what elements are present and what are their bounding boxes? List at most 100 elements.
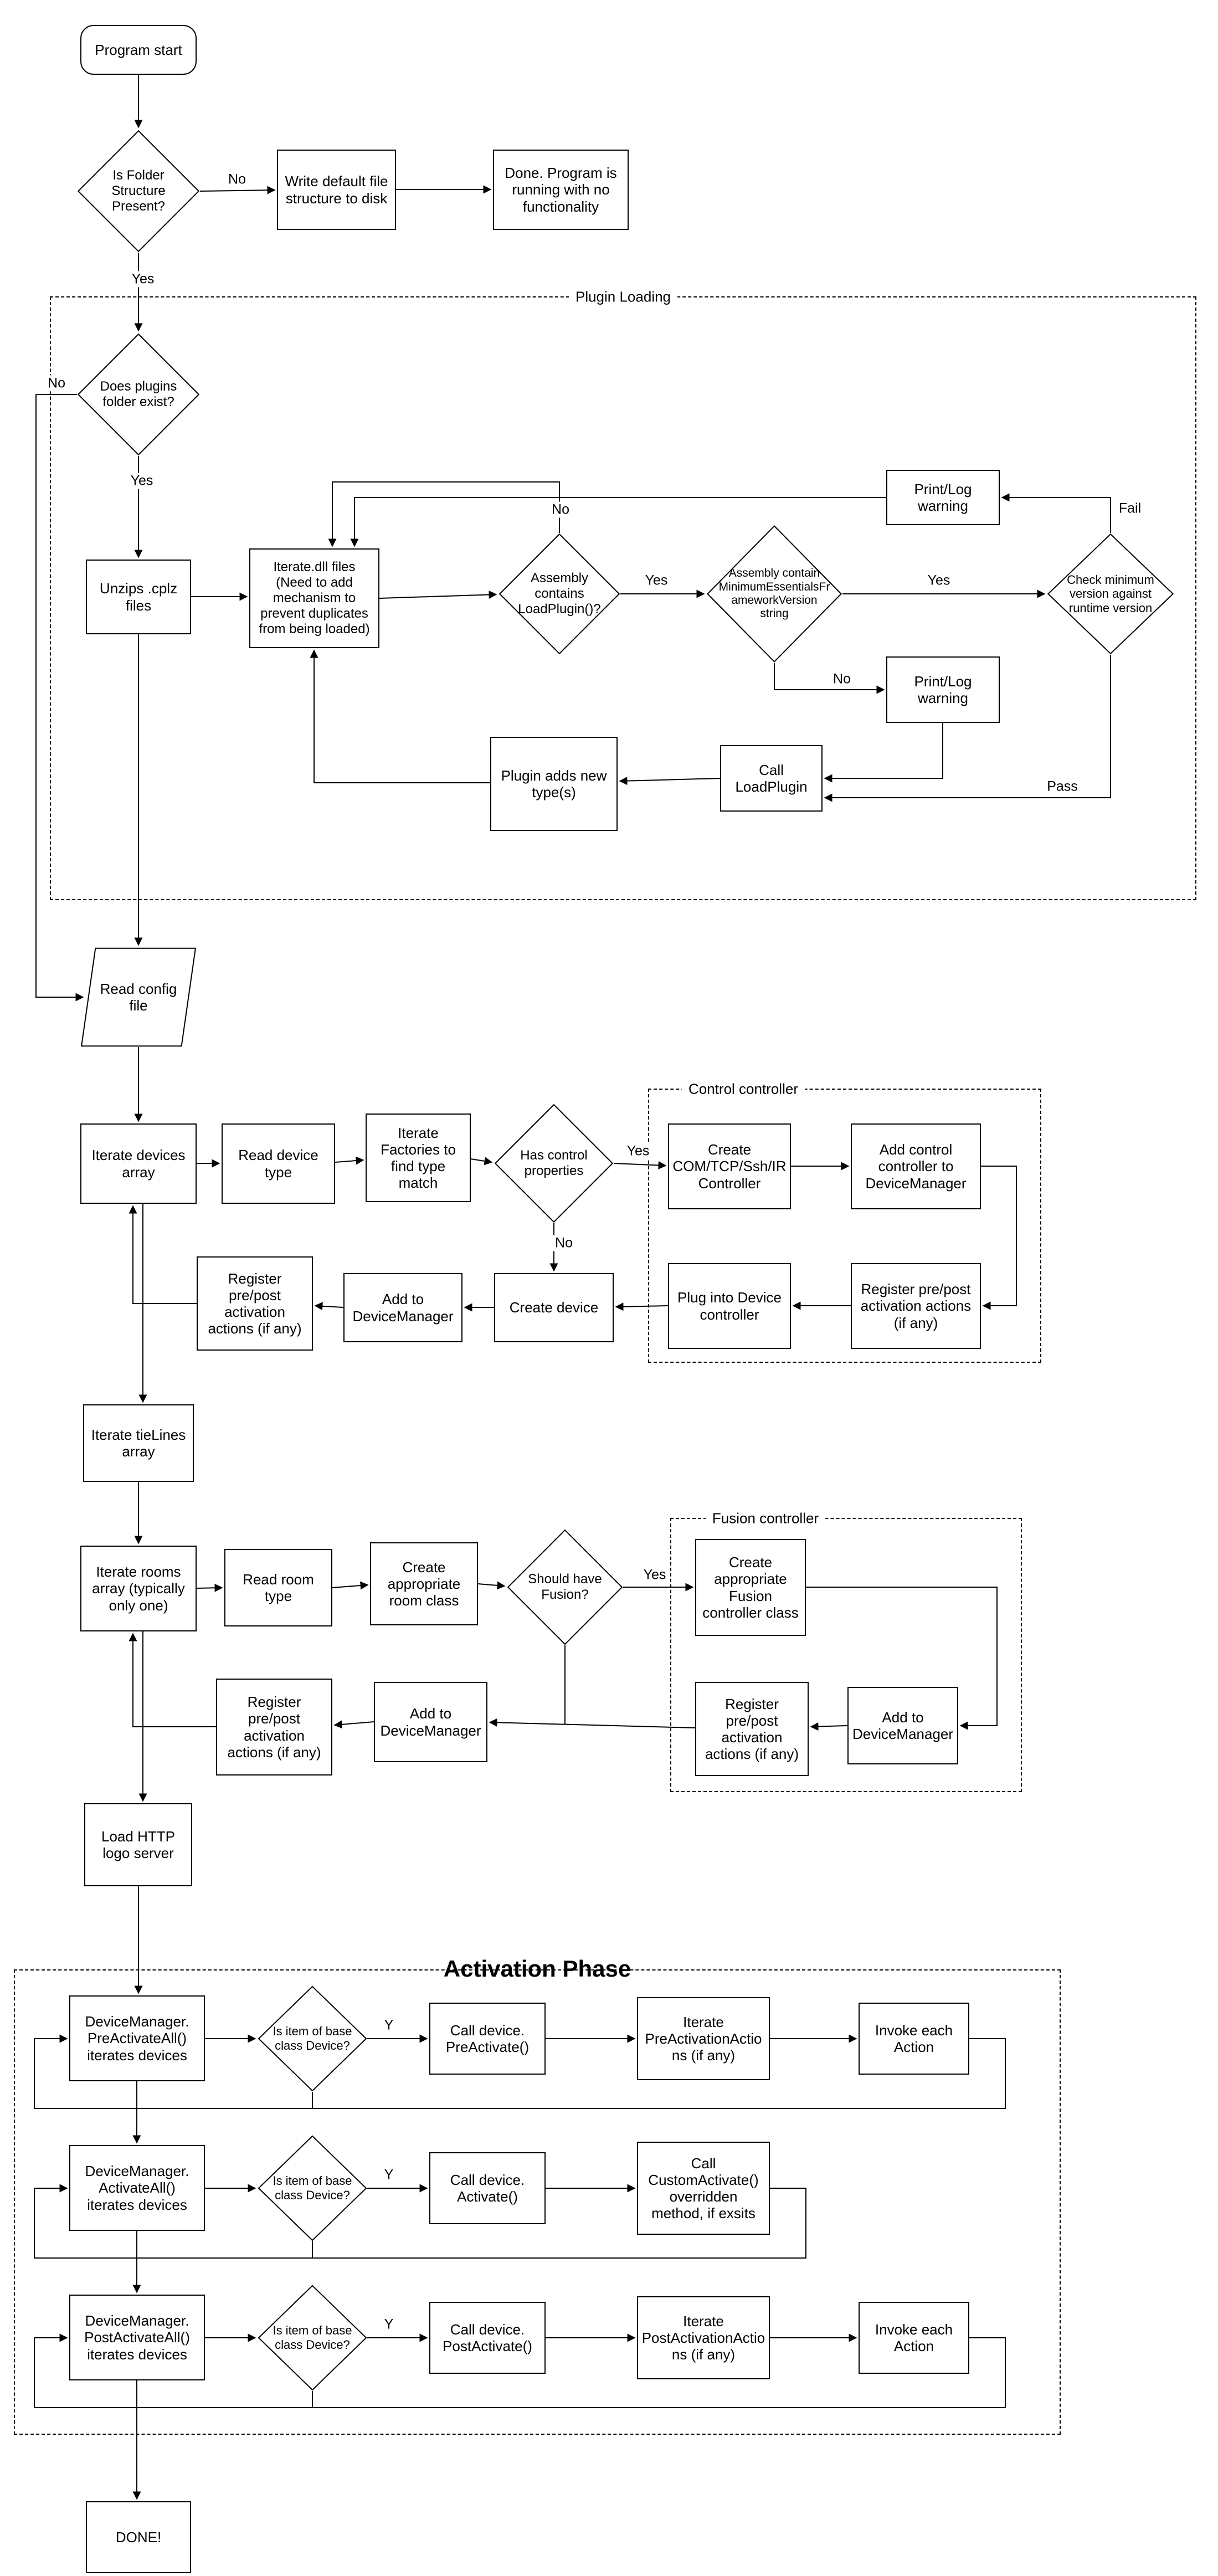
node-iterate-factories: Iterate Factories to find type match — [366, 1113, 471, 1202]
node-label: Check minimum version against runtime ve… — [1067, 572, 1154, 615]
node-label: Iterate PreActivationActions (if any) — [645, 2013, 762, 2064]
node-label: Call device. PreActivate() — [445, 2021, 530, 2055]
node-register-room-actions: Register pre/post activation actions (if… — [216, 1679, 332, 1776]
node-label: Is item of base class Device? — [273, 2323, 352, 2352]
node-register-control-actions: Register pre/post activation actions (if… — [851, 1263, 981, 1349]
node-call-customactivate: Call CustomActivate() overridden method,… — [637, 2142, 770, 2235]
node-label: Write default file structure to disk — [285, 173, 388, 207]
node-label: Iterate PostActivationActions (if any) — [641, 2312, 765, 2363]
node-register-fusion-actions: Register pre/post activation actions (if… — [695, 1682, 809, 1776]
node-invoke-each-action-1: Invoke each Action — [859, 2003, 969, 2075]
node-add-control-controller: Add control controller to DeviceManager — [851, 1123, 981, 1209]
decision-is-base-device-2: Is item of base class Device? — [258, 2135, 367, 2241]
node-label: Read config file — [100, 980, 177, 1014]
node-load-http-logo-server: Load HTTP logo server — [84, 1803, 192, 1886]
node-label: Should have Fusion? — [528, 1572, 602, 1602]
edge-label-fusion-yes: Yes — [640, 1567, 669, 1583]
node-call-device-activate: Call device. Activate() — [429, 2152, 546, 2224]
node-label: Create COM/TCP/Ssh/IR Controller — [672, 1141, 787, 1192]
node-label: Print/Log warning — [914, 673, 972, 706]
node-label: Iterate.dll files (Need to add mechanism… — [259, 560, 370, 637]
node-label: DONE! — [115, 2528, 162, 2546]
node-label: DeviceManager. PreActivateAll() iterates… — [85, 2013, 189, 2064]
decision-should-have-fusion: Should have Fusion? — [507, 1529, 623, 1645]
node-warn-no-string: Print/Log warning — [886, 656, 1000, 723]
node-label: Invoke each Action — [875, 2021, 953, 2055]
node-program-start: Program start — [80, 25, 197, 75]
node-create-fusion-controller: Create appropriate Fusion controller cla… — [695, 1539, 806, 1636]
decision-is-base-device-1: Is item of base class Device? — [258, 1985, 367, 2092]
node-label: Is Folder Structure Present? — [111, 168, 166, 214]
node-label: Iterate devices array — [91, 1147, 186, 1181]
diamond-shape — [1047, 533, 1174, 655]
node-label: Is item of base class Device? — [273, 2024, 352, 2052]
node-label: Invoke each Action — [875, 2321, 953, 2354]
node-create-device: Create device — [494, 1273, 614, 1342]
group-activation-phase: Activation Phase — [14, 1956, 1061, 2435]
edge-label-minver-yes: Yes — [924, 572, 953, 589]
node-warn-fail: Print/Log warning — [886, 470, 1000, 525]
node-write-default-structure: Write default file structure to disk — [277, 150, 396, 230]
node-done: DONE! — [86, 2501, 191, 2573]
diamond-shape — [498, 533, 620, 655]
group-activation-phase-label: Activation Phase — [443, 1956, 631, 1982]
node-add-device-to-devicemanager: Add to DeviceManager — [343, 1273, 462, 1342]
edge-label-control-yes: Yes — [624, 1143, 652, 1159]
group-control-controller-label: Control controller — [682, 1080, 805, 1097]
node-plugin-adds-types: Plugin adds new type(s) — [490, 737, 618, 831]
edge-label-folder-no: No — [225, 171, 249, 188]
node-plug-into-device-controller: Plug into Device controller — [668, 1263, 791, 1349]
group-fusion-controller-label: Fusion controller — [705, 1510, 826, 1527]
node-iterate-preactivationactions: Iterate PreActivationActions (if any) — [637, 1997, 770, 2080]
diamond-shape — [77, 333, 200, 456]
edge-label-minver-no: No — [830, 671, 854, 687]
group-plugin-loading: Plugin Loading — [50, 288, 1196, 900]
node-label: Call LoadPlugin — [735, 761, 808, 795]
node-create-controller: Create COM/TCP/Ssh/IR Controller — [668, 1123, 791, 1209]
edge-label-check-fail: Fail — [1116, 500, 1144, 517]
node-iterate-devices: Iterate devices array — [80, 1123, 197, 1204]
node-label: Call device. PostActivate() — [443, 2321, 532, 2354]
node-label: Create device — [509, 1299, 599, 1316]
node-label: Does plugins folder exist? — [100, 379, 177, 409]
node-label: Register pre/post activation actions (if… — [860, 1281, 972, 1331]
node-create-room-class: Create appropriate room class — [370, 1542, 478, 1625]
node-add-room-to-devicemanager: Add to DeviceManager — [374, 1682, 487, 1762]
decision-plugins-folder-exist: Does plugins folder exist? — [77, 333, 200, 456]
node-label: Is item of base class Device? — [273, 2174, 352, 2202]
node-call-device-preactivate: Call device. PreActivate() — [429, 2003, 546, 2075]
node-label: Print/Log warning — [914, 480, 972, 514]
edge-label-control-no: No — [552, 1235, 575, 1251]
node-read-device-type: Read device type — [222, 1123, 335, 1204]
node-label: Load HTTP logo server — [101, 1828, 175, 1861]
node-unzip-cplz: Unzips .cplz files — [86, 560, 191, 634]
node-label: Iterate tieLines array — [91, 1426, 186, 1460]
node-label: Register pre/post activation actions (if… — [208, 1270, 302, 1337]
node-label: Create appropriate Fusion controller cla… — [702, 1554, 799, 1621]
diamond-shape — [77, 130, 200, 253]
node-label: Done. Program is running with no functio… — [505, 165, 617, 215]
node-label: Add control controller to DeviceManager — [865, 1141, 967, 1192]
node-add-fusion-to-devicemanager: Add to DeviceManager — [847, 1687, 958, 1764]
edge-label-base1-y: Y — [381, 2017, 397, 2034]
node-iterate-dll: Iterate.dll files (Need to add mechanism… — [249, 548, 379, 648]
node-invoke-each-action-3: Invoke each Action — [859, 2302, 969, 2374]
decision-folder-structure: Is Folder Structure Present? — [77, 130, 200, 253]
node-label: Call device. Activate() — [450, 2171, 525, 2205]
node-label: DeviceManager. ActivateAll() iterates de… — [85, 2163, 189, 2213]
node-devicemanager-preactivateall: DeviceManager. PreActivateAll() iterates… — [69, 1995, 205, 2081]
node-label: Assembly contain MinimumEssentialsFramew… — [718, 567, 830, 620]
node-label: Call CustomActivate() overridden method,… — [648, 2154, 759, 2222]
node-label: Has control properties — [520, 1148, 588, 1178]
decision-has-control-properties: Has control properties — [494, 1104, 614, 1223]
group-fusion-controller: Fusion controller — [670, 1510, 1022, 1792]
node-label: Create appropriate room class — [387, 1558, 461, 1609]
node-call-loadplugin: Call LoadPlugin — [720, 745, 823, 812]
node-label: Plug into Device controller — [677, 1289, 782, 1323]
node-label: Add to DeviceManager — [852, 1708, 954, 1742]
node-iterate-rooms: Iterate rooms array (typically only one) — [80, 1546, 197, 1631]
node-register-device-actions: Register pre/post activation actions (if… — [197, 1256, 313, 1351]
node-label: Add to DeviceManager — [352, 1291, 454, 1325]
edge-label-plugins-no: No — [45, 375, 68, 392]
group-control-controller: Control controller — [648, 1080, 1041, 1363]
